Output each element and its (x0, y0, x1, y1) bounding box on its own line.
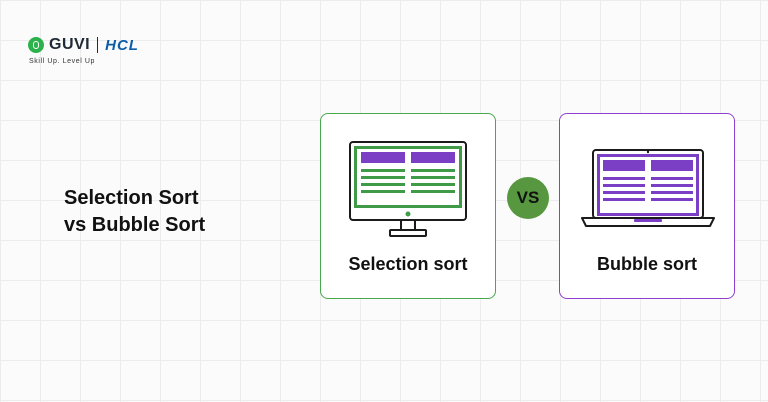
brand-tagline: Skill Up. Level Up (29, 58, 96, 65)
bubble-sort-label: Bubble sort (596, 254, 697, 274)
screen-line (361, 169, 405, 172)
brand-partner: HCL (105, 36, 139, 54)
brand-logo: GUVI HCL Skill Up. Level Up (28, 34, 198, 68)
screen-line (651, 198, 693, 201)
bubble-sort-card: Bubble sort (559, 113, 735, 299)
desktop-monitor-icon (349, 141, 467, 237)
laptop-trackpad (634, 219, 662, 222)
monitor-base (389, 229, 427, 237)
screen-line (411, 176, 455, 179)
monitor-neck (400, 219, 416, 231)
selection-sort-label: Selection sort (348, 254, 468, 274)
screen-line (651, 177, 693, 180)
screen-line (411, 183, 455, 186)
screen-line (411, 190, 455, 193)
screen-line (603, 191, 645, 194)
screen-line (411, 169, 455, 172)
screen-line (361, 190, 405, 193)
screen-line (603, 184, 645, 187)
screen-line (361, 176, 405, 179)
screen-header-left (603, 160, 645, 171)
screen-header-left (361, 152, 405, 163)
selection-sort-card: Selection sort (320, 113, 496, 299)
page-title: Selection Sort vs Bubble Sort (64, 185, 205, 239)
screen-line (603, 177, 645, 180)
brand-row: GUVI HCL (28, 34, 198, 56)
screen-header-right (411, 152, 455, 163)
screen-line (651, 191, 693, 194)
screen-header-right (651, 160, 693, 171)
monitor-power-dot (405, 211, 411, 217)
screen-line (651, 184, 693, 187)
page-title-line-2: vs Bubble Sort (64, 214, 206, 236)
screen-line (361, 183, 405, 186)
vs-badge: VS (507, 177, 549, 219)
screen-line (603, 198, 645, 201)
brand-divider (97, 37, 99, 53)
page-title-line-1: Selection Sort (64, 187, 199, 209)
guvi-logo-icon (28, 37, 44, 53)
laptop-icon (581, 149, 715, 227)
laptop-camera (646, 150, 650, 154)
brand-name: GUVI (49, 36, 91, 53)
